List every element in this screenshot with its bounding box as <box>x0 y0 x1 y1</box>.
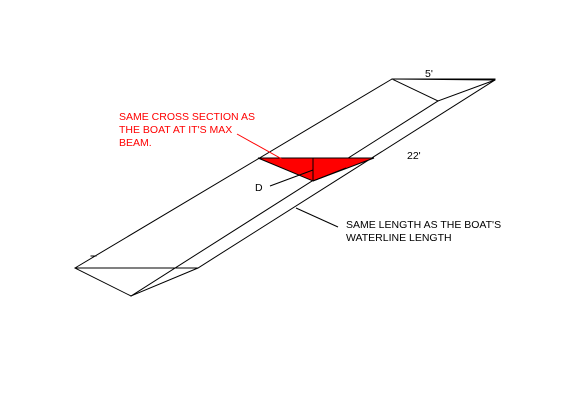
section-divider <box>312 167 347 182</box>
section-note-line-1: SAME CROSS SECTION AS <box>119 111 255 123</box>
max-beam-cross-section <box>257 157 375 182</box>
section-note-line-2: THE BOAT AT IT'S MAX <box>119 124 233 136</box>
section-note: SAME CROSS SECTION AS THE BOAT AT IT'S M… <box>119 111 255 150</box>
length-note-line-2: WATERLINE LENGTH <box>346 232 452 244</box>
top-left-edge <box>74 78 393 269</box>
width-label: 5' <box>425 68 433 80</box>
length-leader-line <box>295 207 339 228</box>
near-end-section <box>74 267 199 297</box>
keel-edge <box>130 100 439 297</box>
length-note-line-1: SAME LENGTH AS THE BOAT'S <box>346 219 502 231</box>
depth-label: D <box>255 182 263 194</box>
length-note: SAME LENGTH AS THE BOAT'S WATERLINE LENG… <box>346 219 501 245</box>
top-right-edge <box>197 79 496 269</box>
section-leader-line <box>236 133 299 169</box>
depth-leader-line <box>269 169 314 187</box>
section-note-line-3: BEAM. <box>119 137 152 149</box>
length-label: 22' <box>407 150 421 162</box>
